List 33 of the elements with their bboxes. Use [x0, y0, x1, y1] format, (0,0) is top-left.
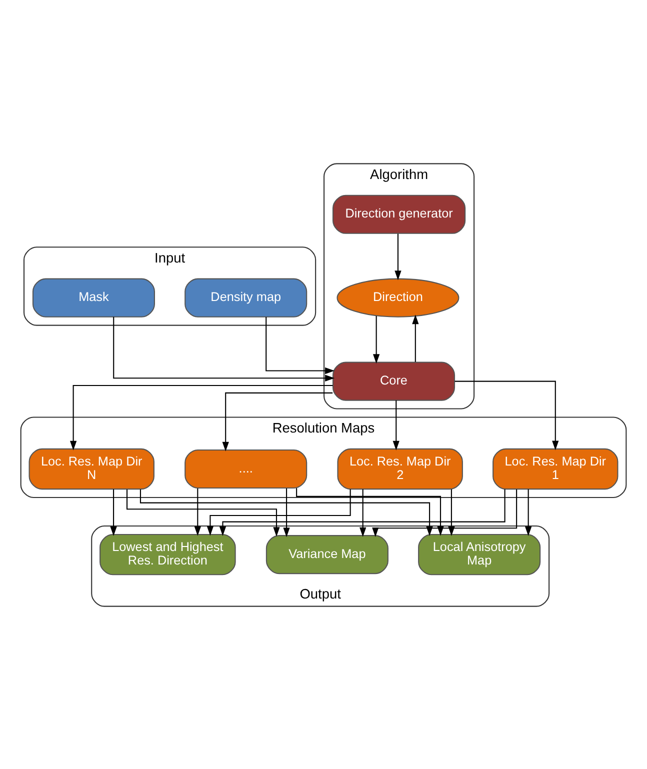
node-box: Loc. Res. Map Dir 2	[337, 448, 463, 490]
node-box: Lowest and Highest Res. Direction	[100, 533, 236, 575]
arrow	[412, 314, 419, 362]
arrow	[283, 488, 290, 537]
arrow	[70, 384, 333, 450]
arrow	[525, 488, 532, 536]
arrow	[140, 488, 433, 536]
arrow	[372, 488, 518, 536]
arrow	[296, 488, 444, 536]
arrow	[392, 400, 400, 450]
arrow	[113, 316, 335, 381]
arrow	[206, 488, 351, 536]
arrow	[373, 315, 380, 364]
arrow	[126, 489, 280, 536]
arrow	[110, 488, 117, 536]
node-box: Density map	[184, 278, 308, 317]
arrow	[219, 488, 506, 536]
node-box: Loc. Res. Map Dir N	[28, 448, 154, 490]
arrow	[222, 392, 333, 451]
node-box: Loc. Res. Map Dir 1	[492, 448, 618, 490]
node-box: Core	[332, 361, 456, 400]
node-box: Variance Map	[266, 534, 388, 574]
arrow	[194, 488, 201, 536]
arrow	[360, 488, 366, 536]
node-box: Mask	[32, 278, 155, 317]
arrow	[454, 380, 559, 450]
arrow	[394, 233, 402, 280]
node-box: Local Anisotropy Map	[418, 533, 541, 575]
node-box: Direction generator	[332, 194, 466, 234]
arrow	[266, 316, 335, 374]
node-box: ....	[184, 448, 308, 488]
node-ellipse: Direction	[336, 278, 460, 317]
arrow	[448, 488, 455, 536]
